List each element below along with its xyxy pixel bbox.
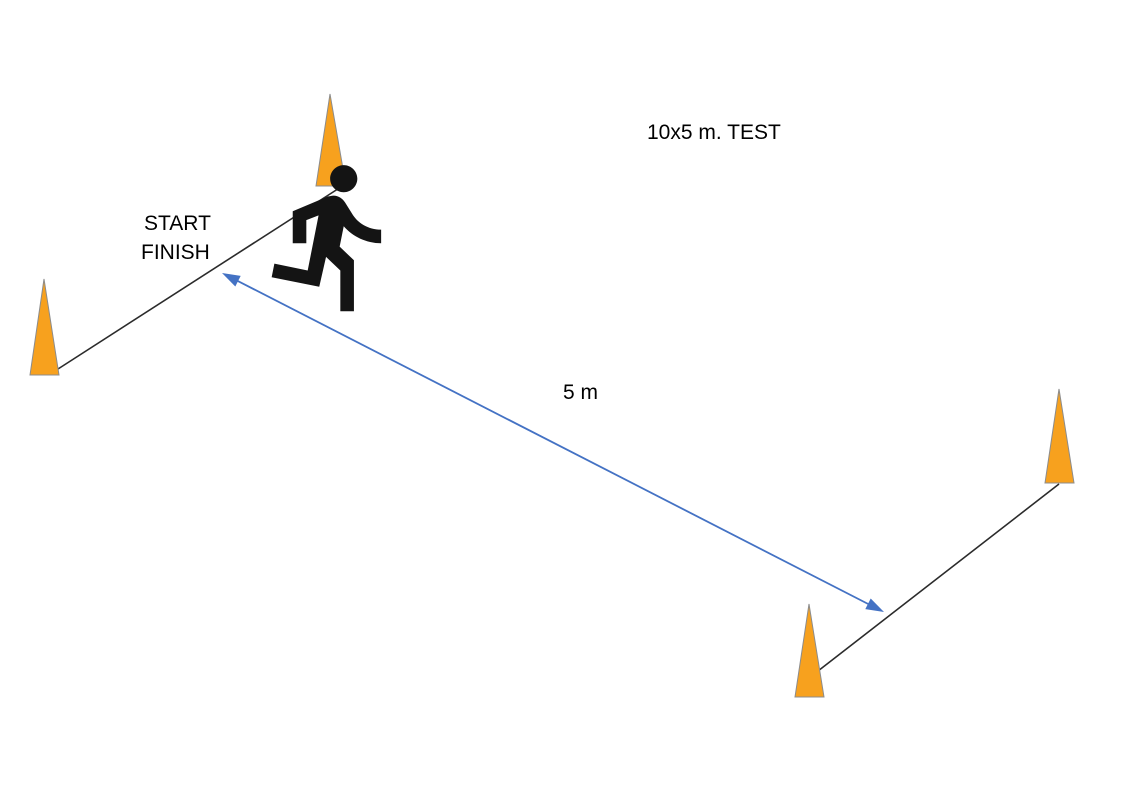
cone-top-right-icon: [1044, 388, 1075, 484]
distance-label: 5 m: [563, 381, 598, 404]
runner-icon: [271, 165, 382, 312]
finish-label: FINISH: [141, 241, 210, 264]
cone-top-icon: [315, 93, 347, 187]
arrowhead-start-icon: [222, 273, 241, 287]
diagram-title: 10x5 m. TEST: [647, 121, 781, 144]
turn-line: [817, 483, 1060, 672]
distance-arrow: [222, 273, 884, 612]
distance-arrow-shaft: [229, 276, 877, 609]
cone-bottom-right-icon: [794, 603, 825, 698]
arrowhead-end-icon: [865, 598, 884, 612]
start-label: START: [144, 212, 211, 235]
cone-far-left-icon: [29, 278, 60, 376]
